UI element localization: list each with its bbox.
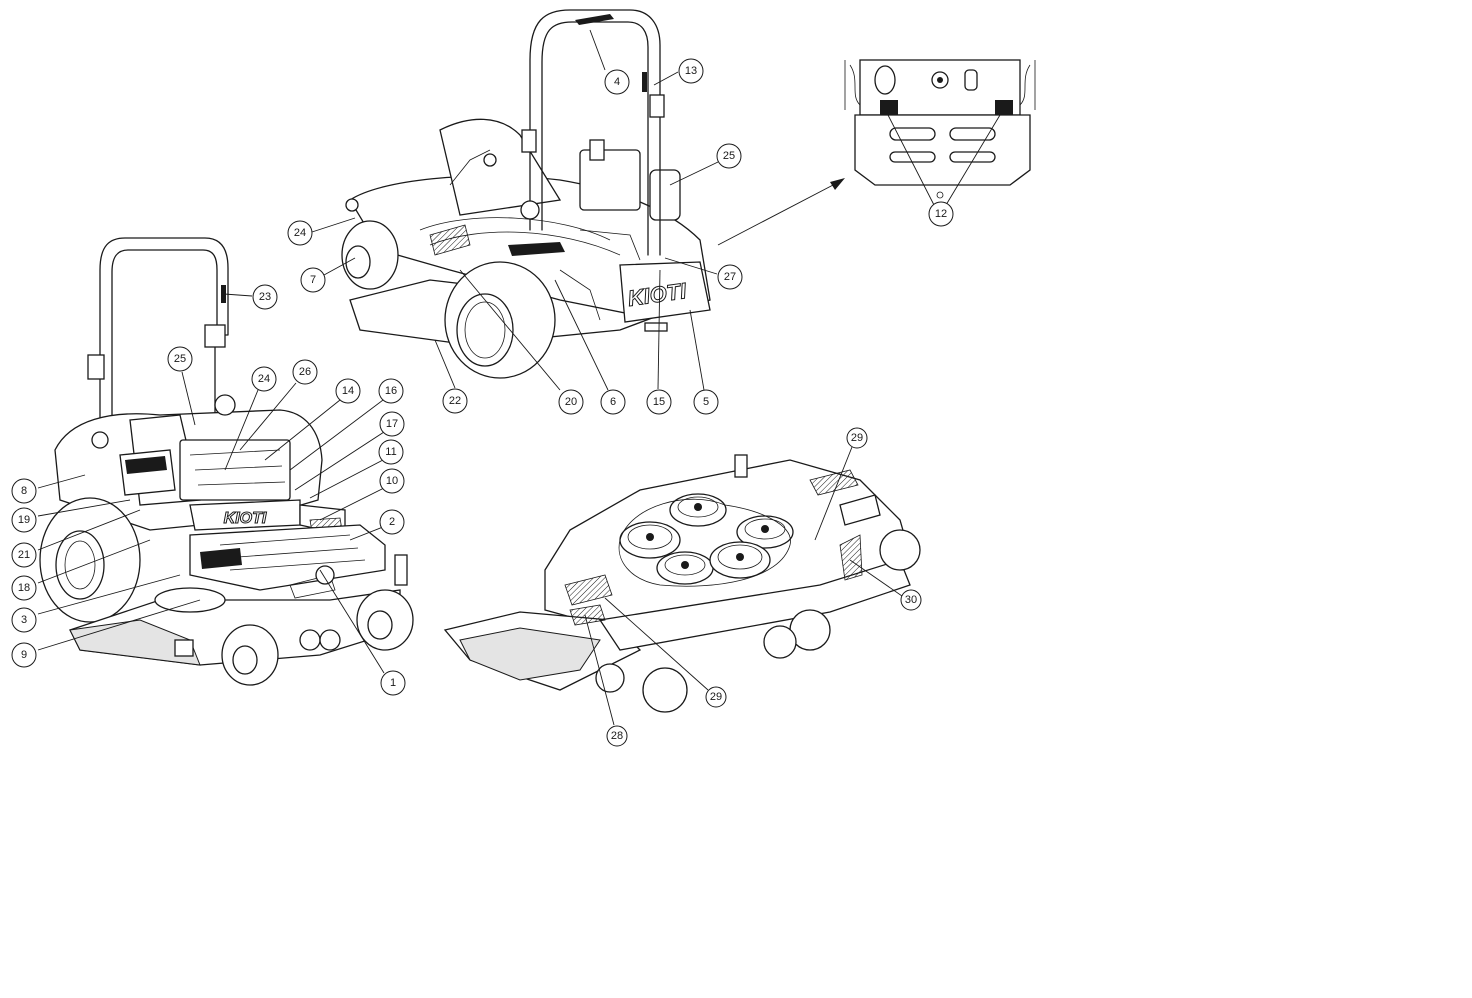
callout-16: 16 — [378, 378, 404, 404]
callout-3: 3 — [11, 607, 37, 633]
callout-24: 24 — [251, 366, 277, 392]
mower-deck-view — [443, 454, 921, 713]
callout-label: 6 — [610, 396, 616, 408]
callout-label: 24 — [258, 373, 270, 385]
front-brand-logo: KIOTI — [224, 510, 267, 527]
pulley-5 — [709, 541, 771, 579]
callout-label: 1 — [390, 677, 396, 689]
callout-label: 20 — [565, 396, 577, 408]
callout-label: 21 — [18, 549, 30, 561]
callout-label: 12 — [935, 208, 947, 220]
callout-label: 23 — [259, 291, 271, 303]
callout-15: 15 — [646, 389, 672, 415]
callout-label: 26 — [299, 366, 311, 378]
callout-12: 12 — [928, 201, 954, 227]
callout-label: 11 — [385, 446, 396, 458]
callout-label: 4 — [614, 76, 620, 88]
pulley-1 — [619, 521, 681, 559]
callout-label: 24 — [294, 227, 306, 239]
callout-label: 7 — [310, 274, 316, 286]
callout-label: 19 — [18, 514, 30, 526]
callout-1: 1 — [380, 670, 406, 696]
callout-label: 27 — [724, 271, 736, 283]
callout-27: 27 — [717, 264, 743, 290]
callout-2: 2 — [379, 509, 405, 535]
callout-label: 25 — [723, 150, 735, 162]
callout-label: 22 — [449, 395, 461, 407]
callout-label: 29 — [851, 432, 863, 444]
rear-plate-detail — [844, 59, 1036, 199]
callout-label: 9 — [21, 649, 27, 661]
callout-label: 17 — [386, 418, 398, 430]
callout-21: 21 — [11, 542, 37, 568]
callout-label: 3 — [21, 614, 27, 626]
callout-11: 11 — [378, 439, 404, 465]
callout-label: 14 — [342, 385, 354, 397]
front-view-mower: KIOTI — [39, 237, 414, 686]
callout-29: 29 — [846, 427, 868, 449]
callout-17: 17 — [379, 411, 405, 437]
callout-23: 23 — [252, 284, 278, 310]
callout-14: 14 — [335, 378, 361, 404]
pulley-2 — [669, 493, 727, 527]
callout-label: 15 — [653, 396, 665, 408]
callout-28: 28 — [606, 725, 628, 747]
callout-label: 29 — [710, 691, 722, 703]
callout-label: 25 — [174, 353, 186, 365]
callout-label: 2 — [389, 516, 395, 528]
callout-22: 22 — [442, 388, 468, 414]
callout-25: 25 — [716, 143, 742, 169]
callout-19: 19 — [11, 507, 37, 533]
callout-label: 10 — [386, 475, 398, 487]
callout-25: 25 — [167, 346, 193, 372]
detail-arrow — [717, 178, 845, 246]
callout-8: 8 — [11, 478, 37, 504]
callout-26: 26 — [292, 359, 318, 385]
callout-20: 20 — [558, 389, 584, 415]
callout-label: 16 — [385, 385, 397, 397]
leader-lines — [37, 29, 1001, 726]
rear-view-mower: KIOTI — [341, 9, 711, 379]
callout-label: 13 — [685, 65, 697, 77]
callout-10: 10 — [379, 468, 405, 494]
callout-label: 18 — [18, 582, 30, 594]
callout-29: 29 — [705, 686, 727, 708]
callout-4: 4 — [604, 69, 630, 95]
callout-label: 8 — [21, 485, 27, 497]
callout-30: 30 — [900, 589, 922, 611]
pulley-4 — [656, 551, 714, 585]
callout-label: 30 — [905, 594, 917, 606]
callout-7: 7 — [300, 267, 326, 293]
callout-5: 5 — [693, 389, 719, 415]
callout-label: 28 — [611, 730, 623, 742]
callout-6: 6 — [600, 389, 626, 415]
callout-label: 5 — [703, 396, 709, 408]
callout-13: 13 — [678, 58, 704, 84]
callout-9: 9 — [11, 642, 37, 668]
callout-24: 24 — [287, 220, 313, 246]
callout-18: 18 — [11, 575, 37, 601]
